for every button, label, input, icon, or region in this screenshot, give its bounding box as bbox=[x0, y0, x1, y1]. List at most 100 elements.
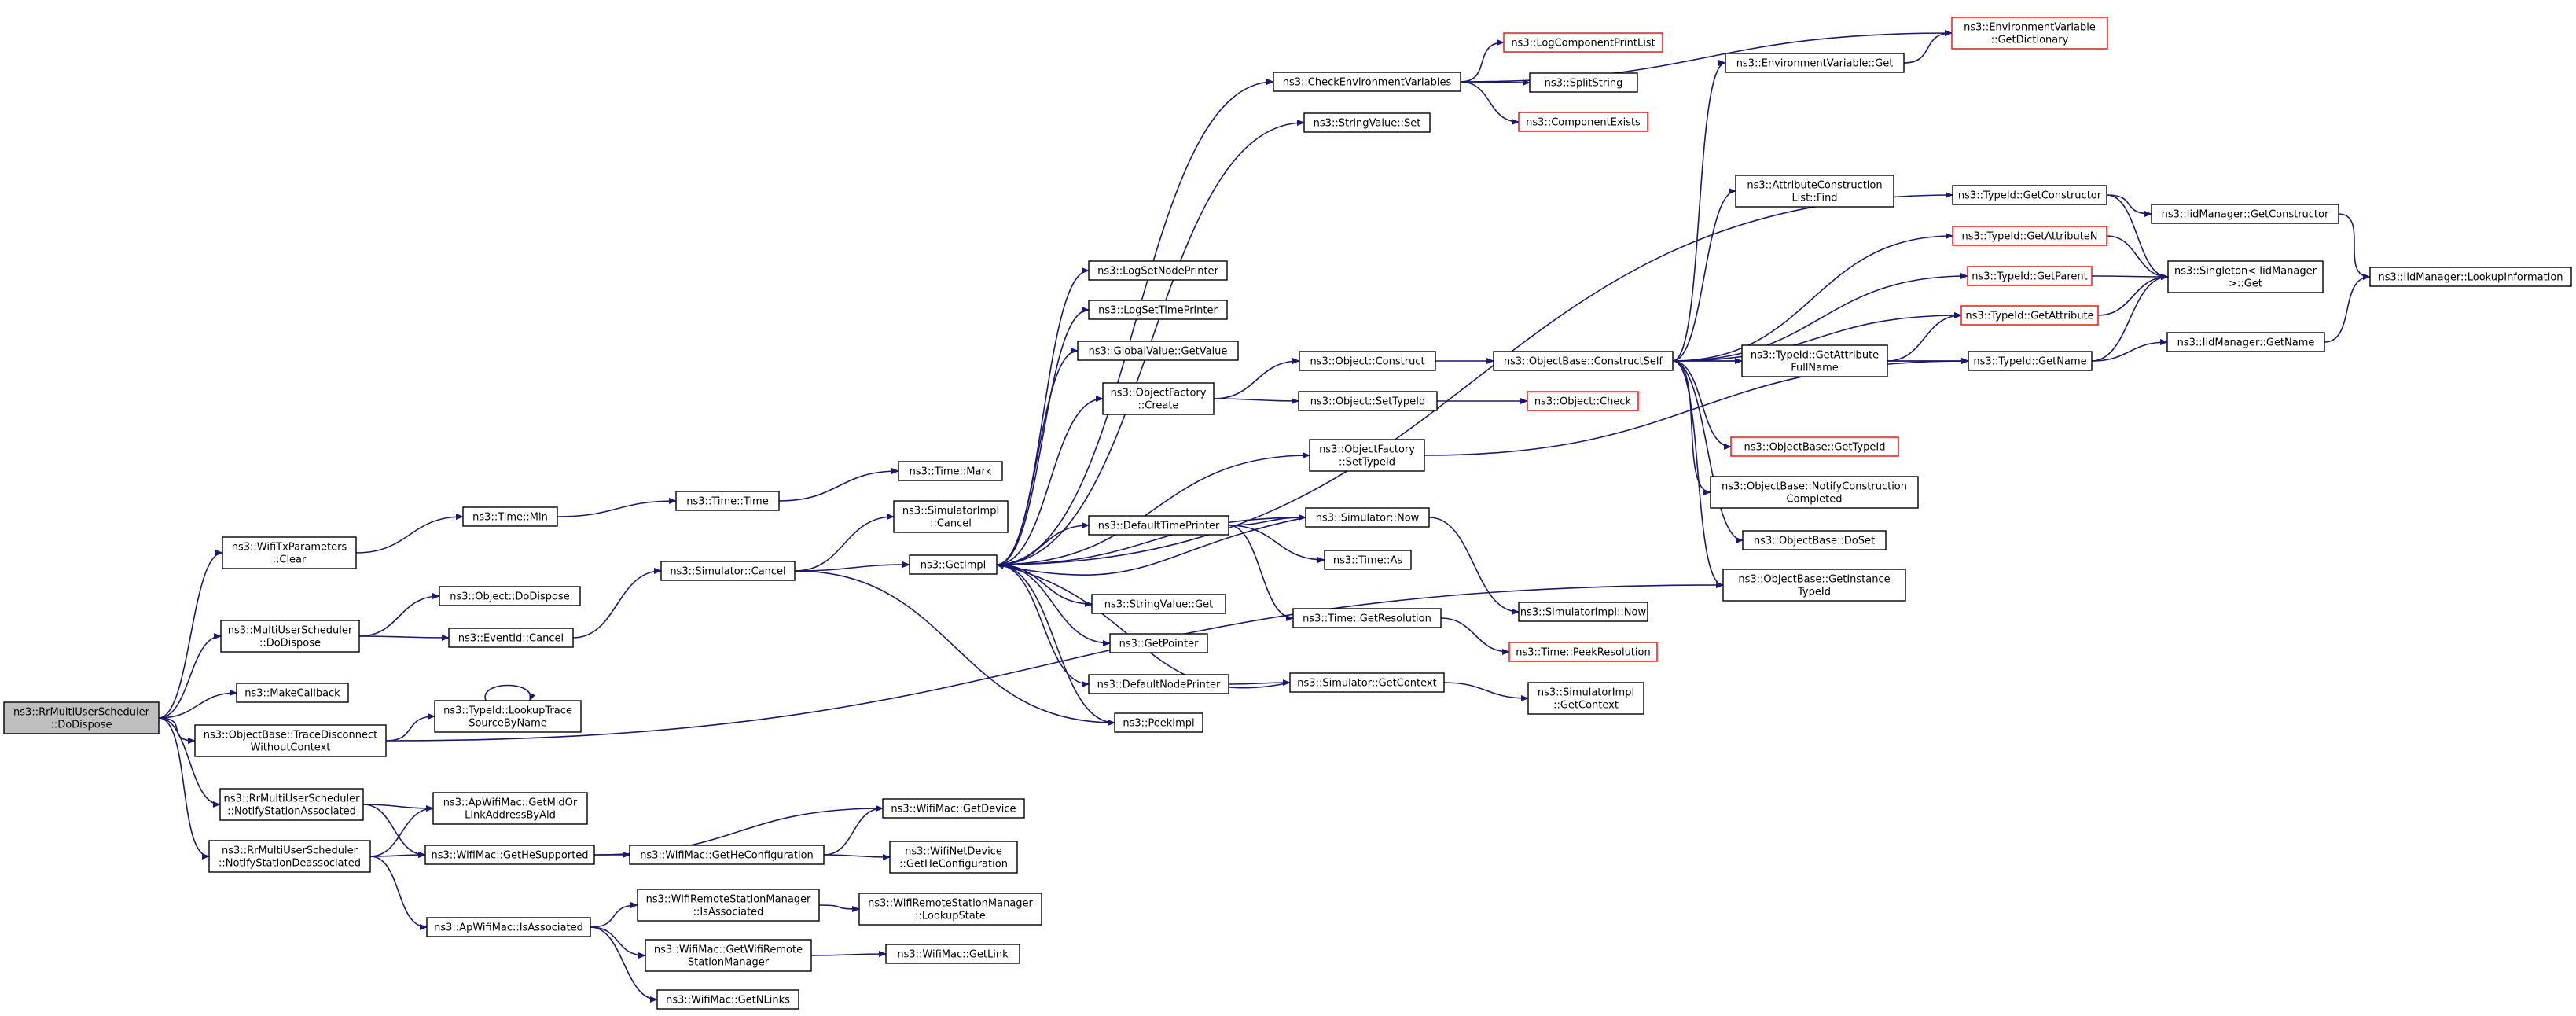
node-check-env[interactable]: ns3::CheckEnvironmentVariables bbox=[1273, 72, 1461, 92]
node-typeid-getconstructor[interactable]: ns3::TypeId::GetConstructor bbox=[1952, 185, 2107, 205]
node-root[interactable]: ns3::RrMultiUserScheduler::DoDispose bbox=[3, 701, 160, 734]
node-iidm-getname[interactable]: ns3::IidManager::GetName bbox=[2166, 332, 2325, 352]
node-label-line: TypeId bbox=[1797, 587, 1831, 598]
node-singleton-get[interactable]: ns3::Singleton< IidManager>::Get bbox=[2167, 260, 2324, 293]
node-ob-notify[interactable]: ns3::ObjectBase::NotifyConstructionCompl… bbox=[1710, 476, 1919, 509]
node-box bbox=[1952, 185, 2107, 205]
node-get-device[interactable]: ns3::WifiMac::GetDevice bbox=[882, 798, 1025, 819]
node-get-rsm[interactable]: ns3::WifiMac::GetWifiRemoteStationManage… bbox=[645, 939, 812, 972]
node-box bbox=[1518, 112, 1648, 132]
node-box bbox=[1289, 672, 1445, 693]
node-notify-deassoc[interactable]: ns3::RrMultiUserScheduler::NotifyStation… bbox=[208, 840, 371, 873]
node-label-line: List::Find bbox=[1791, 193, 1837, 204]
node-time-getres[interactable]: ns3::Time::GetResolution bbox=[1292, 608, 1442, 628]
node-mus-dodispose[interactable]: ns3::MultiUserScheduler::DoDispose bbox=[220, 620, 360, 653]
node-label-line: ns3::WifiMac::GetWifiRemote bbox=[654, 944, 803, 956]
edge-is_associated_ap-to-get_nlinks bbox=[590, 926, 658, 1003]
node-of-create[interactable]: ns3::ObjectFactory::Create bbox=[1102, 382, 1215, 415]
node-label-line: ::NotifyStationDeassociated bbox=[219, 858, 361, 870]
node-box bbox=[898, 461, 1003, 481]
node-box bbox=[1518, 602, 1648, 622]
node-box bbox=[220, 620, 360, 653]
node-peekimpl[interactable]: ns3::PeekImpl bbox=[1114, 712, 1203, 733]
node-is-associated-ap[interactable]: ns3::ApWifiMac::IsAssociated bbox=[426, 917, 591, 937]
node-trace-disconnect[interactable]: ns3::ObjectBase::TraceDisconnectWithoutC… bbox=[194, 724, 387, 757]
node-simimpl-getcontext[interactable]: ns3::SimulatorImpl::GetContext bbox=[1527, 682, 1644, 715]
node-rsm-isassoc[interactable]: ns3::WifiRemoteStationManager::IsAssocia… bbox=[637, 889, 820, 922]
node-get-nlinks[interactable]: ns3::WifiMac::GetNLinks bbox=[656, 989, 799, 1010]
node-rsm-lookup[interactable]: ns3::WifiRemoteStationManager::LookupSta… bbox=[858, 893, 1042, 926]
node-comp-exists[interactable]: ns3::ComponentExists bbox=[1518, 112, 1648, 132]
node-sim-now[interactable]: ns3::Simulator::Now bbox=[1305, 507, 1430, 528]
node-time-min[interactable]: ns3::Time::Min bbox=[462, 506, 558, 527]
node-box bbox=[1088, 300, 1228, 320]
node-ob-gettypeid[interactable]: ns3::ObjectBase::GetTypeId bbox=[1730, 436, 1899, 457]
node-time-as[interactable]: ns3::Time::As bbox=[1324, 550, 1412, 570]
node-box bbox=[222, 536, 357, 569]
node-netdev-he-config[interactable]: ns3::WifiNetDevice::GetHeConfiguration bbox=[889, 841, 1018, 874]
node-typeid-getattrn[interactable]: ns3::TypeId::GetAttributeN bbox=[1952, 226, 2107, 246]
node-time-time[interactable]: ns3::Time::Time bbox=[675, 491, 780, 511]
edges-layer bbox=[158, 30, 2371, 1003]
node-ob-doset[interactable]: ns3::ObjectBase::DoSet bbox=[1742, 530, 1887, 550]
node-label-line: ns3::WifiMac::GetHeSupported bbox=[431, 850, 588, 862]
node-makecallback[interactable]: ns3::MakeCallback bbox=[236, 683, 349, 703]
node-getimpl[interactable]: ns3::GetImpl bbox=[909, 554, 998, 575]
node-box bbox=[858, 893, 1042, 926]
node-of-settypeid[interactable]: ns3::ObjectFactory::SetTypeId bbox=[1309, 439, 1425, 472]
node-label-line: ::DoDispose bbox=[50, 720, 112, 731]
node-label-line: ns3::ComponentExists bbox=[1526, 117, 1641, 129]
node-sim-getcontext[interactable]: ns3::Simulator::GetContext bbox=[1289, 672, 1445, 693]
node-wtp-clear[interactable]: ns3::WifiTxParameters::Clear bbox=[222, 536, 357, 569]
node-log-comp-print[interactable]: ns3::LogComponentPrintList bbox=[1503, 32, 1663, 53]
node-label-line: ns3::TypeId::GetAttribute bbox=[1751, 350, 1879, 362]
node-log-time-printer[interactable]: ns3::LogSetTimePrinter bbox=[1088, 300, 1228, 320]
node-default-node-printer[interactable]: ns3::DefaultNodePrinter bbox=[1088, 674, 1229, 694]
node-log-node-printer[interactable]: ns3::LogSetNodePrinter bbox=[1088, 260, 1228, 281]
edge-time_getres-to-time_peekres bbox=[1440, 617, 1510, 655]
node-obj-settypeid[interactable]: ns3::Object::SetTypeId bbox=[1298, 391, 1438, 411]
node-label-line: ns3::ObjectBase::GetInstance bbox=[1738, 574, 1890, 586]
node-box bbox=[1114, 712, 1203, 733]
node-ob-constructself[interactable]: ns3::ObjectBase::ConstructSelf bbox=[1493, 351, 1674, 371]
node-get-link[interactable]: ns3::WifiMac::GetLink bbox=[885, 944, 1020, 964]
node-obj-dodispose[interactable]: ns3::Object::DoDispose bbox=[439, 586, 581, 606]
node-get-he-config[interactable]: ns3::WifiMac::GetHeConfiguration bbox=[629, 845, 825, 865]
node-typeid-getname[interactable]: ns3::TypeId::GetName bbox=[1968, 351, 2093, 371]
node-eventid-cancel[interactable]: ns3::EventId::Cancel bbox=[448, 628, 574, 648]
node-iidm-lookupinfo[interactable]: ns3::IidManager::LookupInformation bbox=[2369, 267, 2572, 287]
node-time-peekres[interactable]: ns3::Time::PeekResolution bbox=[1508, 642, 1658, 662]
node-box bbox=[889, 841, 1018, 874]
node-gv-getvalue[interactable]: ns3::GlobalValue::GetValue bbox=[1077, 341, 1239, 361]
node-stringvalue-set[interactable]: ns3::StringValue::Set bbox=[1303, 112, 1431, 133]
node-stringvalue-get[interactable]: ns3::StringValue::Get bbox=[1091, 594, 1226, 614]
node-splitstring[interactable]: ns3::SplitString bbox=[1529, 72, 1638, 93]
node-label-line: ns3::DefaultTimePrinter bbox=[1098, 521, 1220, 532]
node-label-line: SourceByName bbox=[469, 718, 547, 730]
node-getpointer[interactable]: ns3::GetPointer bbox=[1109, 633, 1208, 653]
node-simimpl-cancel[interactable]: ns3::SimulatorImpl::Cancel bbox=[893, 500, 1009, 533]
node-label-line: ns3::Time::Time bbox=[686, 496, 768, 508]
edge-ob_constructself-to-ob_doset bbox=[1672, 360, 1744, 543]
node-default-time-printer[interactable]: ns3::DefaultTimePrinter bbox=[1088, 515, 1229, 536]
node-env-get[interactable]: ns3::EnvironmentVariable::Get bbox=[1725, 53, 1905, 73]
edge-lookup_trace-to-lookup_trace bbox=[484, 684, 535, 701]
node-typeid-getparent[interactable]: ns3::TypeId::GetParent bbox=[1967, 266, 2093, 286]
node-typeid-getattr[interactable]: ns3::TypeId::GetAttribute bbox=[1960, 305, 2099, 326]
node-env-getdict[interactable]: ns3::EnvironmentVariable::GetDictionary bbox=[1951, 17, 2108, 50]
node-iidm-getconstructor[interactable]: ns3::IidManager::GetConstructor bbox=[2151, 204, 2339, 224]
node-obj-construct[interactable]: ns3::Object::Construct bbox=[1299, 351, 1436, 371]
node-box bbox=[1503, 32, 1663, 53]
node-obj-check[interactable]: ns3::Object::Check bbox=[1527, 391, 1639, 411]
edge-ob_constructself-to-ob_gettypeid bbox=[1672, 360, 1732, 450]
node-simimpl-now[interactable]: ns3::SimulatorImpl::Now bbox=[1518, 602, 1648, 622]
node-get-he-supported[interactable]: ns3::WifiMac::GetHeSupported bbox=[424, 845, 595, 865]
node-sim-cancel[interactable]: ns3::Simulator::Cancel bbox=[660, 561, 796, 581]
node-time-mark[interactable]: ns3::Time::Mark bbox=[898, 461, 1003, 481]
node-notify-assoc[interactable]: ns3::RrMultiUserScheduler::NotifyStation… bbox=[219, 788, 364, 821]
